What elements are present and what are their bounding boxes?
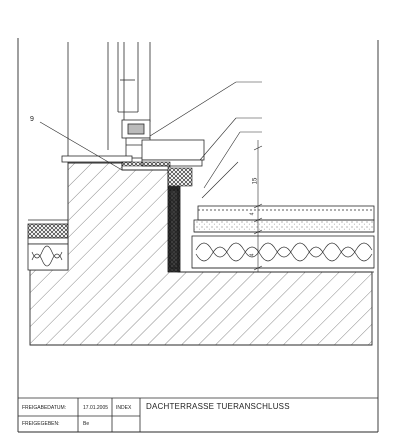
threshold — [61, 139, 205, 167]
dimension-line — [253, 140, 263, 272]
left-slab — [27, 219, 69, 271]
title-block-frame — [18, 397, 378, 432]
release-date-value: 17.01.2005 — [83, 405, 109, 411]
detail-label-9: 9 — [30, 116, 34, 123]
dimension-label-4a: 4 — [249, 212, 256, 216]
leader-lines — [39, 81, 262, 199]
door-frame-lines — [67, 42, 151, 163]
release-date-label: FREIGABEDATUM: — [22, 405, 67, 411]
terrace-buildup — [191, 205, 375, 273]
dimension-label-4b: 4 — [249, 253, 256, 257]
index-label: INDEX — [116, 405, 132, 411]
dimension-label-15: 15 — [252, 177, 259, 185]
released-by-label: FREIGEGEBEN: — [22, 421, 60, 427]
released-by-value: Be — [83, 421, 90, 427]
waterproofing-membrane — [121, 161, 193, 273]
drawing-title: DACHTERRASSE TUERANSCHLUSS — [146, 402, 290, 411]
